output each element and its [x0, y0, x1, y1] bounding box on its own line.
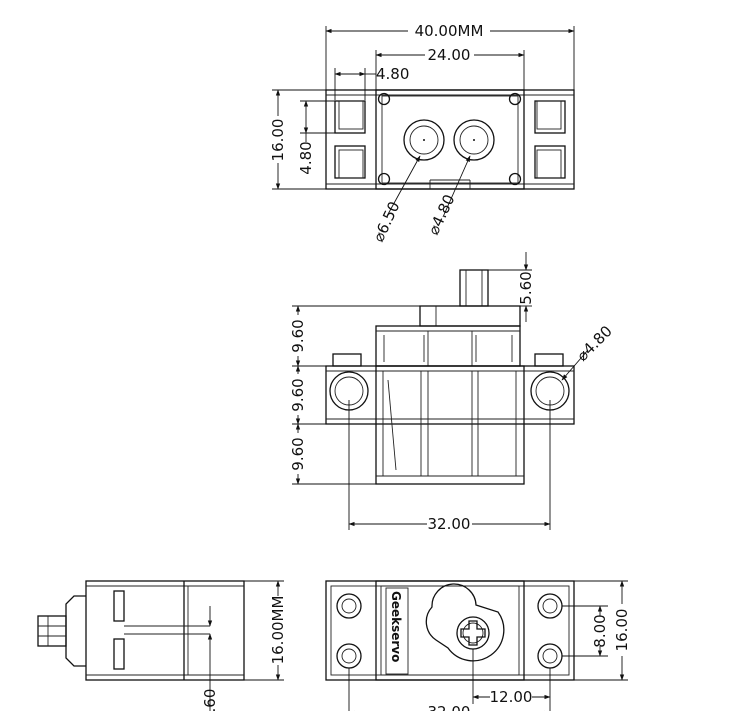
front-view: 5.60 9.60 9.60 9.60 ⌀4.80 32.00	[289, 252, 616, 533]
output-shaft	[459, 269, 489, 307]
boss-small	[453, 119, 495, 161]
dim-top-height: 16.00	[269, 119, 287, 162]
slot-left-top	[334, 100, 366, 134]
bottom-hole	[537, 593, 563, 619]
brand-label: Geekservo	[389, 591, 403, 662]
gear-housing	[425, 583, 505, 662]
slot-right-top	[534, 100, 566, 134]
top-center-body	[375, 89, 525, 190]
dim-dia-large: ⌀6.50	[369, 199, 403, 245]
dim-bottom-height: 16.00	[613, 609, 631, 652]
boss-large	[403, 119, 445, 161]
corner-hole-icon	[508, 92, 522, 106]
dim-bottom-pitch: 8.00	[591, 614, 609, 647]
corner-hole-icon	[377, 92, 391, 106]
side-body	[85, 580, 245, 681]
dim-side-height: 16.00MM	[269, 596, 287, 665]
bottom-view: Geekservo 8.00 16.00 12.00	[325, 580, 631, 711]
dim-overall-width: 40.00MM	[415, 22, 484, 40]
upper-body	[375, 325, 521, 367]
bottom-hole	[537, 643, 563, 669]
bottom-hole	[336, 643, 362, 669]
bottom-center-body	[375, 580, 525, 681]
bottom-outline	[325, 580, 575, 681]
top-view: 40.00MM 24.00 4.80 16.00 4.80 ⌀6.50 ⌀4.8…	[269, 22, 575, 245]
dim-front-hole-spacing: 32.00	[428, 515, 471, 533]
dim-bottom-hole-spacing: 32.00	[428, 703, 471, 711]
bottom-hole	[336, 593, 362, 619]
slot-right-bottom	[534, 145, 566, 179]
dim-pitch-a: 9.60	[289, 319, 307, 352]
cross-axle-icon	[460, 620, 486, 646]
dim-hole-diameter: ⌀4.80	[573, 322, 616, 365]
dim-side-bottom: 9.60	[201, 689, 219, 711]
shaft-collar	[419, 305, 521, 327]
dim-dia-small: ⌀4.80	[424, 192, 458, 238]
dim-pitch-b: 9.60	[289, 378, 307, 411]
corner-hole-icon	[377, 172, 391, 186]
side-view: 16.00MM 9.60	[37, 580, 287, 711]
dim-shaft-offset: 12.00	[490, 688, 533, 706]
corner-hole-icon	[508, 172, 522, 186]
dim-slot-offset: 4.80	[376, 65, 409, 83]
dim-hole-spacing: 24.00	[428, 46, 471, 64]
dim-slot-height: 4.80	[297, 141, 315, 174]
side-shaft	[37, 615, 67, 647]
slot-left-bottom	[334, 145, 366, 179]
lower-body	[375, 365, 525, 485]
dim-shaft-height: 5.60	[517, 271, 535, 304]
dim-pitch-c: 9.60	[289, 437, 307, 470]
output-spline	[456, 616, 490, 650]
